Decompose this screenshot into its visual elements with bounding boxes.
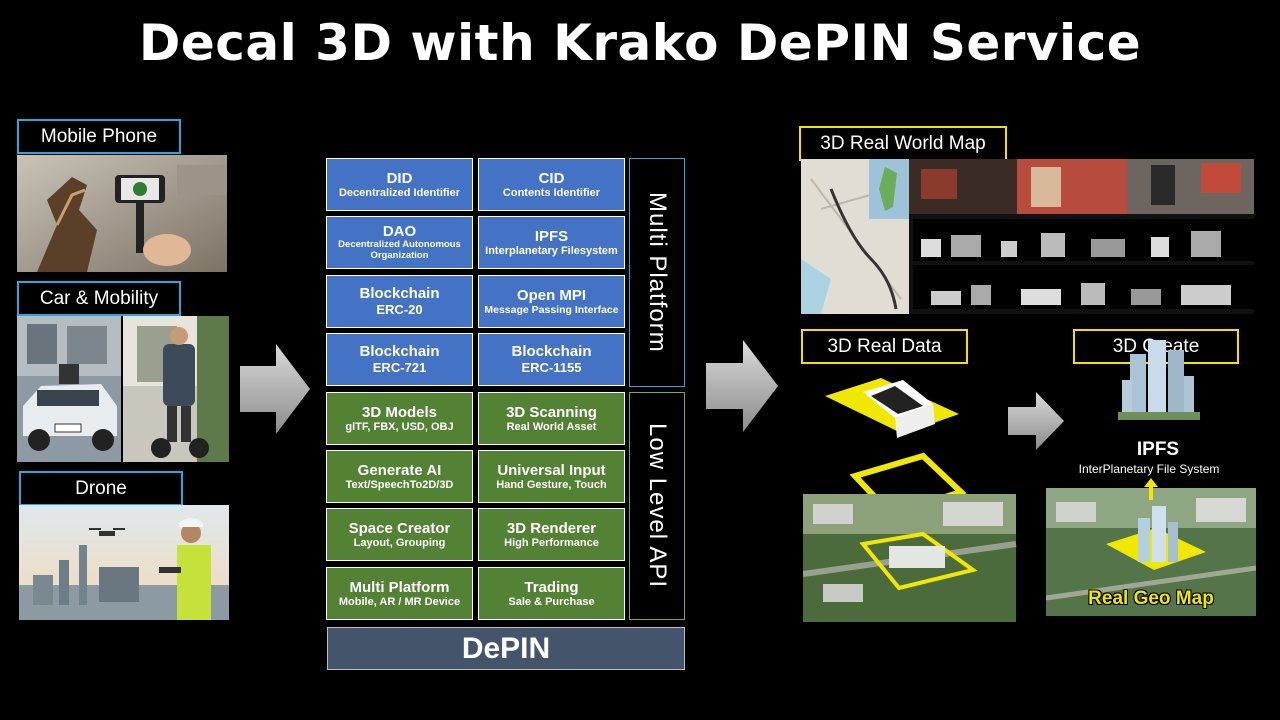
mobile-phone-label: Mobile Phone [17,119,181,154]
3d-real-data-label: 3D Real Data [801,329,968,364]
3d-real-world-map-image [801,159,1254,314]
open-mpi-cell: Open MPI Message Passing Interface [478,275,625,328]
cell-title: 3D Models [361,403,437,421]
cell-title: Space Creator [348,519,451,537]
cell-subtitle: ERC-721 [372,359,427,375]
multi-platform-cell: Multi Platform Mobile, AR / MR Device [326,567,473,620]
trading-cell: Trading Sale & Purchase [478,567,625,620]
3d-real-data-image [802,374,1018,624]
cell-subtitle: High Performance [504,536,599,549]
cell-title: Multi Platform [349,578,450,596]
cell-title: DAO [382,222,417,240]
cell-subtitle: Real World Asset [506,420,597,433]
blockchain-erc721-cell: Blockchain ERC-721 [326,333,473,386]
cell-subtitle: Mobile, AR / MR Device [338,595,461,608]
cell-title: Trading [524,578,579,596]
cell-title: DID [386,169,413,187]
cid-cell: CID Contents Identifier [478,158,625,211]
cell-subtitle: Interplanetary Filesystem [485,244,618,257]
cell-title: Generate AI [357,461,442,479]
cell-title: IPFS [534,227,569,245]
drone-photo [19,505,229,620]
cell-title: Blockchain [511,343,592,361]
blockchain-erc20-cell: Blockchain ERC-20 [326,275,473,328]
side-label-text: Multi Platform [644,192,671,353]
car-mobility-photo [17,316,229,462]
real-geo-map-image [1046,488,1256,616]
buildings-icon [1118,340,1200,420]
cell-subtitle: Decentralized Autonomous Organization [338,239,461,262]
cell-subtitle: glTF, FBX, USD, OBJ [345,420,454,433]
side-label-text: Low Level API [644,423,671,589]
ipfs-subtitle: InterPlanetary File System [1078,462,1220,476]
cell-title: Open MPI [516,286,587,304]
drone-label: Drone [19,471,183,506]
did-cell: DID Decentralized Identifier [326,158,473,211]
cell-subtitle: Hand Gesture, Touch [496,478,607,491]
cell-subtitle: Decentralized Identifier [338,186,461,199]
upload-arrow-icon [1144,478,1158,500]
universal-input-cell: Universal Input Hand Gesture, Touch [478,450,625,503]
cell-subtitle: Sale & Purchase [508,595,595,608]
ipfs-cell: IPFS Interplanetary Filesystem [478,216,625,269]
cell-subtitle: Text/SpeechTo2D/3D [345,478,454,491]
cell-subtitle: ERC-1155 [521,359,582,375]
page-title: Decal 3D with Krako DePIN Service [138,14,1142,72]
blockchain-erc1155-cell: Blockchain ERC-1155 [478,333,625,386]
mobile-phone-photo [17,155,227,272]
3d-renderer-cell: 3D Renderer High Performance [478,508,625,561]
cell-subtitle: Contents Identifier [502,186,601,199]
car-mobility-label: Car & Mobility [17,281,181,316]
cell-title: Universal Input [497,461,606,479]
cell-title: Blockchain [359,285,440,303]
ipfs-title: IPFS [1136,439,1180,460]
multi-platform-side-label: Multi Platform [629,158,685,387]
cell-title: 3D Renderer [506,519,597,537]
arrow-right-icon [706,340,778,432]
cell-subtitle: Layout, Grouping [353,536,446,549]
low-level-api-side-label: Low Level API [629,392,685,620]
space-creator-cell: Space Creator Layout, Grouping [326,508,473,561]
3d-scanning-cell: 3D Scanning Real World Asset [478,392,625,445]
cell-subtitle: ERC-20 [376,301,423,317]
cell-title: 3D Scanning [506,403,597,421]
depin-footer: DePIN [327,627,685,670]
cell-title: CID [538,169,565,187]
cell-title: Blockchain [359,343,440,361]
3d-models-cell: 3D Models glTF, FBX, USD, OBJ [326,392,473,445]
arrow-right-icon [240,344,310,434]
arrow-right-icon [1008,392,1064,450]
generate-ai-cell: Generate AI Text/SpeechTo2D/3D [326,450,473,503]
real-geo-map-label: Real Geo Map [1088,588,1214,609]
dao-cell: DAO Decentralized Autonomous Organizatio… [326,216,473,269]
cell-subtitle: Message Passing Interface [484,304,619,317]
3d-real-world-map-label: 3D Real World Map [799,126,1007,161]
